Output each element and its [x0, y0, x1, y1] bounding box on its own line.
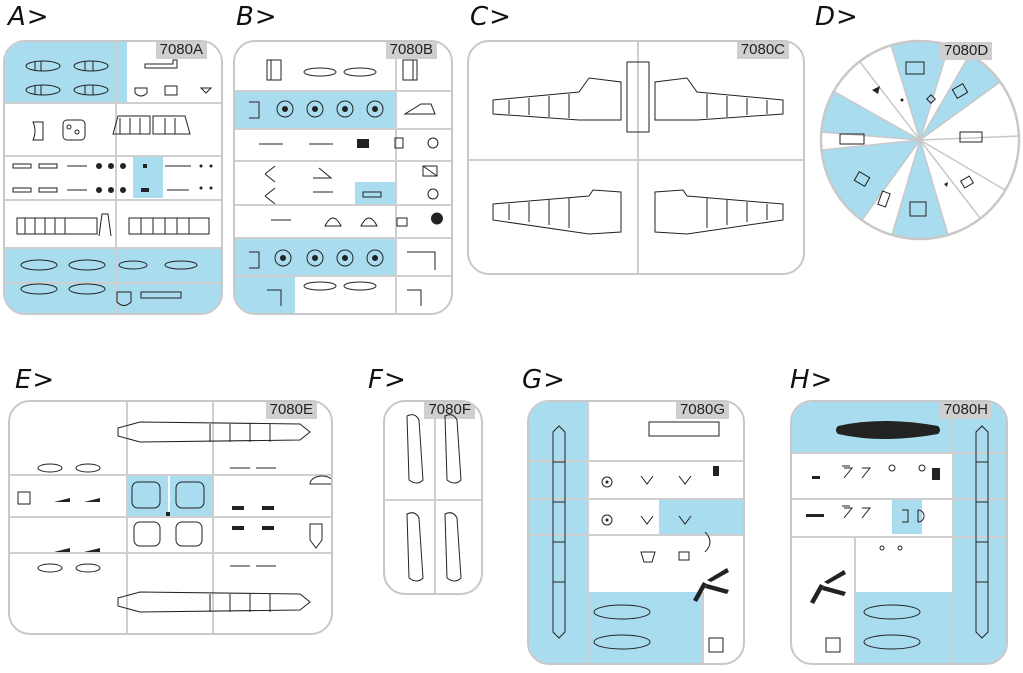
sprue-h-parts [806, 421, 1008, 665]
sprue-e-highlight [126, 474, 168, 516]
sprue-letter-d: D> [815, 2, 859, 32]
sprue-h-rail [792, 536, 1006, 538]
sprue-letter-g: G> [522, 365, 566, 395]
sprue-a: 7080A [3, 40, 223, 315]
sprue-f-code: 7080F [424, 402, 475, 419]
sprue-c-rail [637, 42, 639, 273]
sprue-e-parts [10, 402, 333, 635]
sprue-g-rail [702, 592, 704, 663]
sprue-e-rail [126, 402, 128, 633]
sprue-f-parts [385, 402, 483, 595]
sprue-c-code: 7080C [736, 42, 789, 59]
sprue-e-rail [10, 552, 331, 554]
sprue-a-rail [115, 42, 117, 313]
sprue-b: 7080B [233, 40, 453, 315]
sprue-f: 7080F [383, 400, 483, 595]
sprue-b-rail [395, 42, 397, 313]
sprue-a-code: 7080A [155, 42, 207, 59]
sprue-letter-h: H> [790, 365, 834, 395]
sprue-b-rail [235, 128, 451, 130]
sprue-h-rail [792, 498, 1006, 500]
sprue-g-highlight [529, 402, 587, 663]
sprue-b-rail [235, 275, 451, 277]
sprue-b-highlight [235, 275, 295, 313]
sprue-h: 7080H [790, 400, 1008, 665]
sprue-g-highlight [587, 592, 702, 663]
sprue-f-rail [385, 499, 481, 501]
sprue-g-rail [529, 460, 743, 462]
sprue-e-highlight [170, 474, 212, 516]
sprue-a-rail [5, 102, 221, 104]
sprue-g: 7080G [527, 400, 745, 665]
sprue-a-rail [5, 282, 221, 284]
sprue-g-parts [529, 402, 729, 665]
sprue-a-parts [5, 42, 213, 315]
sprue-g-highlight [659, 498, 743, 534]
sprue-a-highlight [5, 282, 115, 313]
sprue-h-code: 7080H [939, 402, 992, 419]
sprue-letter-b: B> [236, 2, 278, 32]
sprue-a-rail [5, 199, 221, 201]
sprue-c-parts [469, 42, 805, 275]
sprue-b-parts [235, 42, 443, 315]
sprue-e-rail [10, 474, 331, 476]
sprue-letter-c: C> [470, 2, 512, 32]
sprue-c: 7080C [467, 40, 805, 275]
sprue-e-rail [212, 402, 214, 633]
sprue-c-rail [469, 159, 803, 161]
sprue-b-rail [235, 160, 451, 162]
sprue-b-rail [235, 204, 451, 206]
sprue-g-rail [587, 402, 589, 663]
sprue-h-rail [792, 452, 1006, 454]
sprue-b-rail [235, 237, 451, 239]
sprue-d [820, 40, 1020, 240]
sprue-h-highlight [854, 592, 1006, 663]
sprue-letter-a: A> [8, 2, 50, 32]
sprue-e-rail [10, 516, 331, 518]
sprue-a-rail [5, 247, 221, 249]
sprue-h-highlight [892, 498, 922, 534]
sprue-d-code: 7080D [940, 42, 993, 60]
sprue-a-rail [5, 155, 221, 157]
sprue-g-rail [529, 498, 743, 500]
sprue-letter-f: F> [368, 365, 407, 395]
sprue-g-code: 7080G [675, 402, 729, 419]
sprue-e: 7080E [8, 400, 333, 635]
sprue-letter-e: E> [15, 365, 56, 395]
sprue-h-rail [952, 402, 954, 663]
sprue-h-rail [854, 536, 856, 663]
sprue-e-code: 7080E [265, 402, 317, 419]
sprue-f-rail [434, 402, 436, 593]
sprue-b-rail [235, 90, 451, 92]
sprue-b-highlight [355, 182, 395, 204]
sprue-b-code: 7080B [385, 42, 437, 59]
sprue-g-rail [529, 534, 743, 536]
